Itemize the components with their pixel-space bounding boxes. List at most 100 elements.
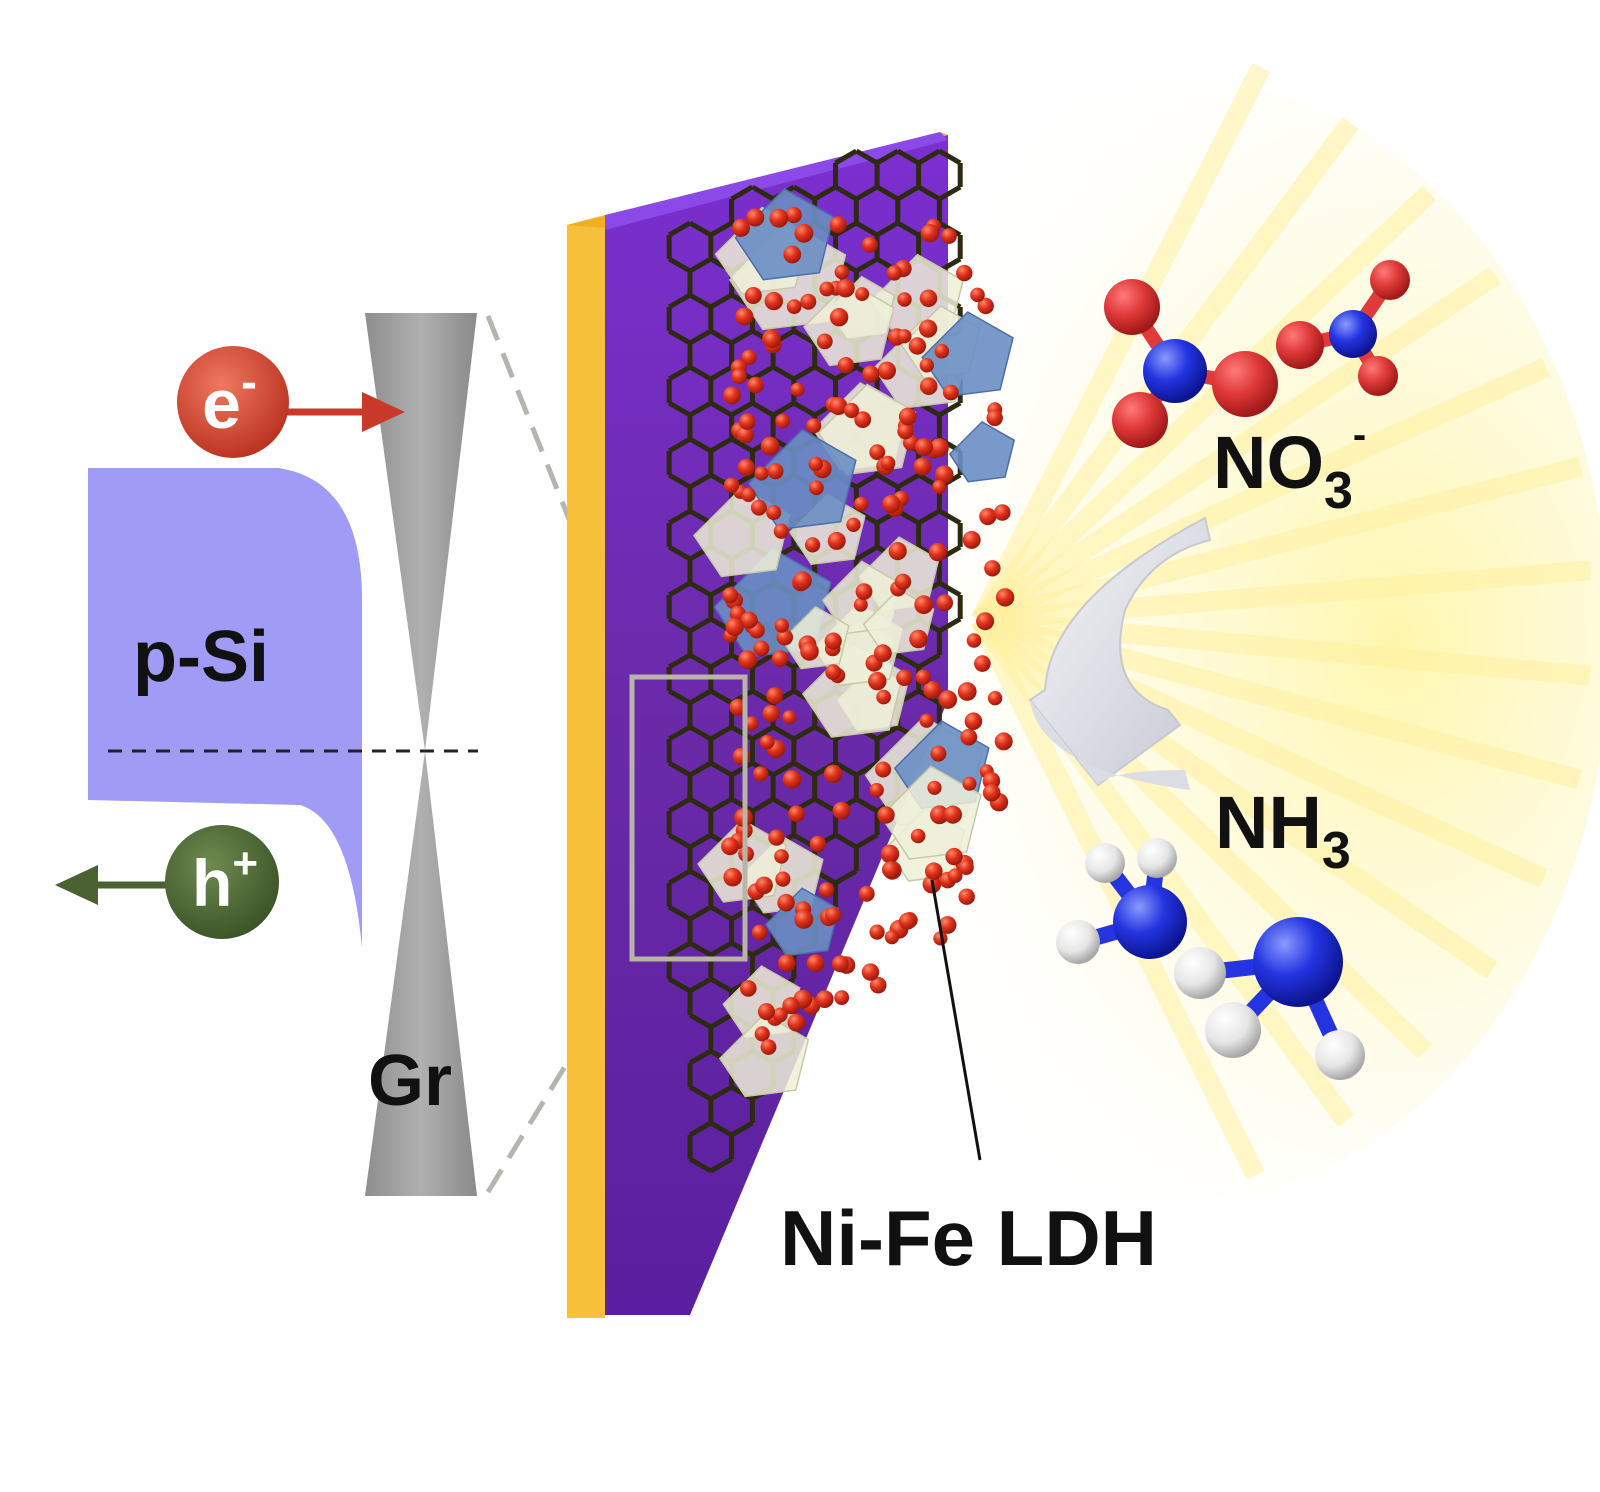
oxygen-atom <box>776 628 793 646</box>
oxygen-atom <box>829 216 847 234</box>
oxygen-atom <box>762 704 780 723</box>
oxygen-atom <box>855 583 873 600</box>
zoom-line-bottom <box>485 955 635 1194</box>
oxygen-atom <box>846 517 861 532</box>
oxygen-atom <box>928 542 948 562</box>
curved-arrow-icon <box>1028 516 1212 790</box>
oxygen-atom <box>869 924 885 940</box>
oxygen-atom <box>831 955 849 973</box>
hole-icon <box>55 825 279 939</box>
oxygen-atom <box>874 644 892 663</box>
oxygen-atom <box>774 618 789 633</box>
oxygen-atom <box>806 954 825 973</box>
oxygen-atom <box>884 930 900 945</box>
oxygen-atom <box>775 871 791 887</box>
oxygen-atom <box>782 770 802 789</box>
oxygen-atom <box>945 847 963 866</box>
oxygen-atom <box>806 418 822 434</box>
oxygen-atom <box>808 456 824 472</box>
oxygen-atom <box>741 349 757 365</box>
graphene-label: Gr <box>368 1041 452 1121</box>
oxygen-atom <box>740 611 758 629</box>
oxygen-atom <box>787 1013 806 1032</box>
oxygen-atom <box>869 976 887 994</box>
oxygen-atom <box>938 916 957 934</box>
oxygen-atom <box>771 650 789 667</box>
oxygen-atom <box>943 805 963 824</box>
oxygen-atom <box>896 669 913 686</box>
oxygen-atom <box>986 409 1003 427</box>
oxygen-atom <box>843 402 860 419</box>
oxygen-atom <box>862 365 880 383</box>
oxygen-atom <box>755 876 773 895</box>
oxygen-atom <box>738 650 758 670</box>
oxygen-atom <box>982 784 1001 802</box>
oxygen-atom <box>962 776 977 791</box>
oxygen-atom <box>751 924 768 941</box>
oxygen-atom <box>880 455 896 471</box>
oxygen-atom <box>994 504 1011 521</box>
oxygen-atom <box>943 384 959 401</box>
oxygen-atom <box>882 494 901 514</box>
ni-octahedron <box>718 1013 810 1098</box>
oxygen-atom <box>816 333 833 350</box>
oxygen-atom <box>934 343 950 359</box>
oxygen-atom <box>777 954 796 972</box>
oxygen-atom <box>774 849 789 864</box>
oxygen-atom <box>754 1026 770 1042</box>
oxygen-atom <box>793 571 812 590</box>
oxygen-atom <box>757 1003 775 1021</box>
light-ray <box>975 358 1551 630</box>
ni-octahedron <box>817 383 917 476</box>
electron-label: e- <box>202 356 257 443</box>
oxygen-atom <box>725 617 744 637</box>
fe-octahedron <box>921 311 1014 398</box>
oxygen-atom <box>800 642 819 661</box>
oxygen-atom <box>919 713 934 728</box>
oxygen-atom <box>877 806 895 824</box>
oxygen-atom <box>964 712 983 730</box>
oxygen-atom <box>760 1039 777 1055</box>
oxygen-atom <box>744 287 762 304</box>
oxygen-atom <box>915 438 933 457</box>
oxygen-atom <box>914 595 934 615</box>
oxygen-atom <box>825 906 842 924</box>
p-si-label: p-Si <box>133 617 269 697</box>
oxygen-atom <box>740 980 757 997</box>
oxygen-atom <box>731 368 747 385</box>
oxygen-atom <box>976 612 995 631</box>
oxygen-atom <box>805 537 821 553</box>
oxygen-atom <box>909 629 928 649</box>
light-ray <box>977 456 1584 630</box>
p-si-band <box>88 468 362 948</box>
light-ray <box>971 615 1265 1180</box>
oxygen-atom <box>894 573 912 590</box>
oxygen-atom <box>836 279 855 298</box>
oxygen-atom <box>815 990 834 1008</box>
oxygen-atom <box>721 837 739 856</box>
oxygen-atom <box>960 728 978 746</box>
oxygen-atom <box>910 828 926 844</box>
oxygen-atom <box>759 734 775 750</box>
oxygen-atom <box>794 909 814 929</box>
oxygen-atom <box>788 805 805 823</box>
oxygen-atom <box>783 245 802 264</box>
oxygen-atom <box>947 868 963 883</box>
oxygen-atom <box>853 496 869 512</box>
oxygen-atom <box>970 287 985 303</box>
oxygen-atom <box>919 319 938 338</box>
oxygen-atom <box>919 289 938 308</box>
oxygen-atom <box>923 681 942 699</box>
oxygen-atom <box>729 698 747 716</box>
oxygen-atom <box>919 358 934 373</box>
ni-fe-ldh-structure <box>693 187 1016 1098</box>
oxygen-atom <box>920 224 939 243</box>
oxygen-atom <box>744 716 759 731</box>
oxygen-atom <box>995 588 1015 607</box>
oxygen-atom <box>772 1007 788 1023</box>
oxygen-atom <box>824 764 843 784</box>
oxygen-atom <box>869 444 886 461</box>
oxygen-atom <box>882 861 900 879</box>
fe-octahedron <box>948 420 1016 483</box>
oxygen-atom <box>739 413 756 430</box>
